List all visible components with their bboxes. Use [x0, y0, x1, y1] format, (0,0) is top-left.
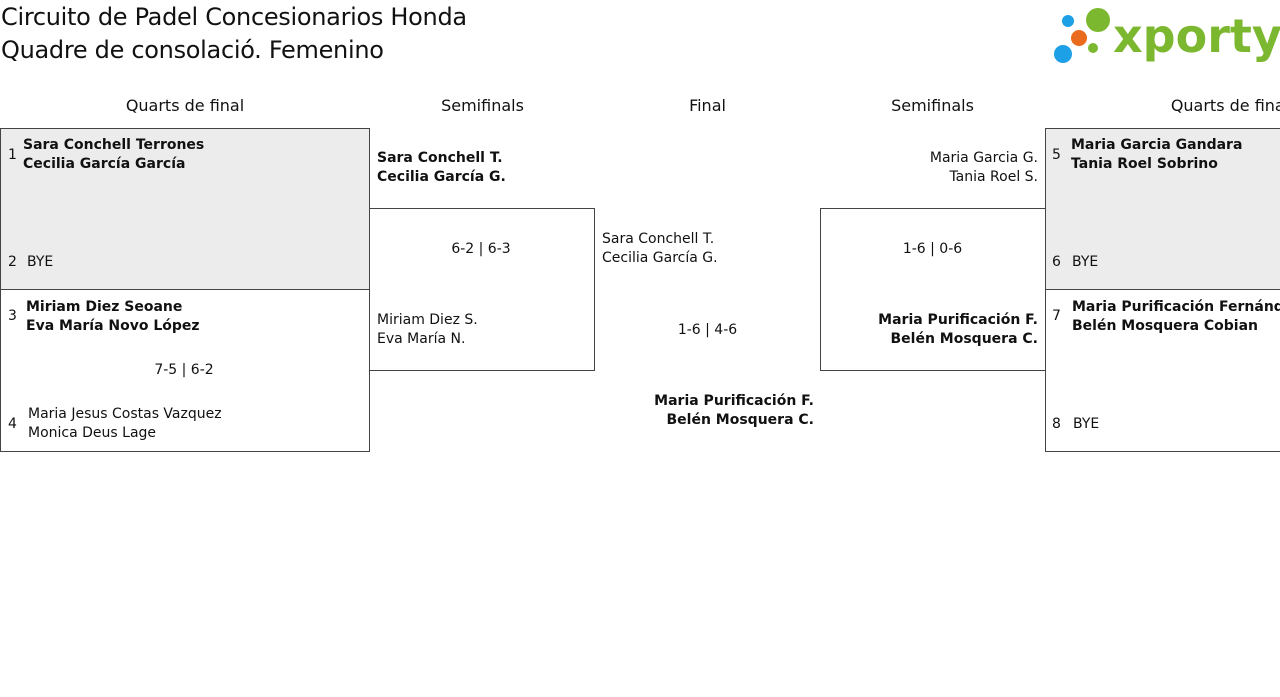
player-name: Cecilia García G.: [377, 169, 506, 185]
player-name: Monica Deus Lage: [28, 425, 157, 441]
team-entry-final-winner[interactable]: Maria Purificación F. Belén Mosquera C.: [595, 392, 814, 430]
player-name: Belén Mosquera C.: [890, 331, 1039, 347]
player-name: Sara Conchell Terrones: [23, 137, 205, 153]
seed-number: 8: [1052, 416, 1061, 432]
seed-number: 6: [1052, 254, 1061, 270]
page-subtitle: Quadre de consolació. Femenino: [1, 36, 384, 64]
team-entry-q2-b[interactable]: Maria Jesus Costas Vazquez Monica Deus L…: [28, 405, 222, 443]
player-name: Maria Purificación F.: [654, 393, 814, 409]
team-entry-bye: BYE: [1072, 253, 1098, 272]
match-score: 6-2 | 6-3: [451, 241, 511, 257]
match-score-final: 1-6 | 4-6: [677, 322, 738, 338]
seed-number: 2: [8, 254, 17, 270]
bye-label: BYE: [1072, 254, 1099, 270]
seed-number: 5: [1052, 147, 1061, 163]
xporty-logo[interactable]: xporty: [1052, 4, 1280, 68]
seed-number: 1: [8, 147, 17, 163]
xporty-dots-icon: [1054, 8, 1110, 63]
team-entry-bye: BYE: [1073, 415, 1099, 434]
player-name: Eva María Novo López: [26, 318, 200, 334]
player-name: Belén Mosquera Cobian: [1072, 318, 1259, 334]
seed-number: 3: [8, 308, 17, 324]
team-entry-q1-a[interactable]: Sara Conchell Terrones Cecilia García Ga…: [23, 136, 204, 174]
match-score: 1-6 | 0-6: [902, 241, 963, 257]
team-entry-bye: BYE: [27, 253, 53, 272]
team-entry-semi-left-top[interactable]: Sara Conchell T. Cecilia García G.: [377, 149, 506, 187]
page-title: Circuito de Padel Concesionarios Honda: [1, 3, 467, 31]
player-name: Miriam Diez S.: [377, 312, 478, 328]
player-name: Eva María N.: [377, 331, 466, 347]
player-name: Cecilia García García: [23, 156, 186, 172]
player-name: Maria Purificación F.: [878, 312, 1038, 328]
team-entry-q2-a[interactable]: Miriam Diez Seoane Eva María Novo López: [26, 298, 200, 336]
team-entry-final-left[interactable]: Sara Conchell T. Cecilia García G.: [602, 230, 718, 268]
match-box-left-semi[interactable]: [369, 208, 595, 371]
seed-number: 4: [8, 416, 17, 432]
team-entry-q3-a[interactable]: Maria Garcia Gandara Tania Roel Sobrino: [1071, 136, 1242, 174]
team-entry-semi-left-bottom[interactable]: Miriam Diez S. Eva María N.: [377, 311, 478, 349]
player-name: Belén Mosquera C.: [666, 412, 815, 428]
bye-label: BYE: [27, 254, 54, 270]
round-header-right-quarters: Quarts de final: [1170, 96, 1280, 115]
round-header-right-semis: Semifinals: [891, 96, 974, 115]
player-name: Maria Purificación Fernández: [1072, 299, 1280, 315]
team-entry-semi-right-bottom[interactable]: Maria Purificación F. Belén Mosquera C.: [820, 311, 1038, 349]
team-entry-q4-a[interactable]: Maria Purificación Fernández Belén Mosqu…: [1072, 298, 1280, 336]
player-name: Maria Garcia Gandara: [1071, 137, 1243, 153]
player-name: Sara Conchell T.: [602, 231, 715, 247]
match-box-right-q2[interactable]: [1045, 289, 1280, 452]
player-name: Sara Conchell T.: [377, 150, 503, 166]
seed-number: 7: [1052, 308, 1061, 324]
player-name: Miriam Diez Seoane: [26, 299, 183, 315]
round-header-left-quarters: Quarts de final: [125, 96, 245, 115]
player-name: Tania Roel S.: [949, 169, 1038, 185]
xporty-logo-text: xporty: [1113, 9, 1280, 63]
round-header-final: Final: [689, 96, 726, 115]
match-score: 7-5 | 6-2: [154, 362, 214, 378]
player-name: Maria Garcia G.: [929, 150, 1038, 166]
match-box-left-q1[interactable]: [0, 128, 370, 290]
match-box-right-q1[interactable]: [1045, 128, 1280, 290]
round-header-left-semis: Semifinals: [441, 96, 524, 115]
bye-label: BYE: [1073, 416, 1100, 432]
player-name: Maria Jesus Costas Vazquez: [28, 406, 222, 422]
player-name: Tania Roel Sobrino: [1071, 156, 1218, 172]
player-name: Cecilia García G.: [602, 250, 718, 266]
team-entry-semi-right-top[interactable]: Maria Garcia G. Tania Roel S.: [820, 149, 1038, 187]
